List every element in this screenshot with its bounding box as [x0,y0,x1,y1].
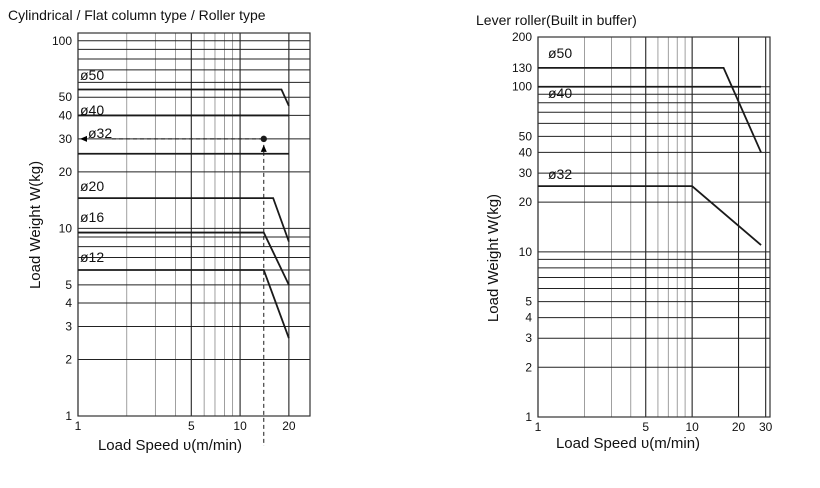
series-line [538,185,762,246]
x-tick-label: 5 [642,420,649,434]
y-tick-label: 2 [65,353,72,367]
series-label: ø32 [548,166,572,182]
y-tick-label: 2 [525,360,532,374]
right-chart-title: Lever roller(Built in buffer) [476,12,637,28]
y-tick-label: 5 [65,278,72,292]
series-label: ø50 [80,67,104,83]
series-label: ø50 [548,45,572,61]
x-tick-label: 30 [759,420,773,434]
y-tick-label: 20 [59,165,73,179]
series-label: ø32 [88,125,112,141]
plot-frame [537,36,771,418]
y-axis-label: Load Weight W(kg) [27,161,44,289]
series-line [78,231,290,286]
x-axis-label: Load Speed υ(m/min) [98,437,242,454]
y-tick-label: 3 [65,319,72,333]
y-tick-label: 130 [512,61,532,75]
series-label: ø12 [80,249,104,265]
series-label: ø16 [80,209,104,225]
y-tick-label: 10 [59,221,73,235]
y-tick-label: 200 [512,30,532,44]
x-tick-label: 20 [282,419,296,433]
y-tick-label: 1 [65,409,72,423]
y-tick-label: 30 [59,132,73,146]
x-tick-label: 10 [233,419,247,433]
y-tick-label: 4 [525,311,532,325]
y-axis-label: Load Weight W(kg) [485,194,502,322]
left-chart-title: Cylindrical / Flat column type / Roller … [8,7,266,23]
series-line [78,269,290,339]
y-tick-label: 10 [519,245,533,259]
plot-frame [77,32,311,417]
x-tick-label: 1 [535,420,542,434]
x-tick-label: 20 [732,420,746,434]
series-label: ø40 [80,102,104,118]
series-label: ø40 [548,85,572,101]
series-line [78,88,290,107]
y-tick-label: 100 [52,34,72,48]
y-tick-label: 50 [519,129,533,143]
y-tick-label: 1 [525,410,532,424]
series-line [78,197,290,242]
series-line [538,66,762,153]
y-tick-label: 100 [512,80,532,94]
example-point [260,135,267,143]
y-tick-label: 4 [65,296,72,310]
x-tick-label: 10 [685,420,699,434]
y-tick-label: 3 [525,331,532,345]
series-label: ø20 [80,178,104,194]
y-tick-label: 40 [519,145,533,159]
x-tick-label: 1 [75,419,82,433]
y-tick-label: 30 [519,166,533,180]
x-axis-label: Load Speed υ(m/min) [556,435,700,452]
y-tick-label: 40 [59,108,73,122]
y-tick-label: 5 [525,295,532,309]
y-tick-label: 50 [59,90,73,104]
example-left-arrow [80,135,87,142]
example-arrowhead [260,144,267,152]
y-tick-label: 20 [519,195,533,209]
x-tick-label: 5 [188,419,195,433]
